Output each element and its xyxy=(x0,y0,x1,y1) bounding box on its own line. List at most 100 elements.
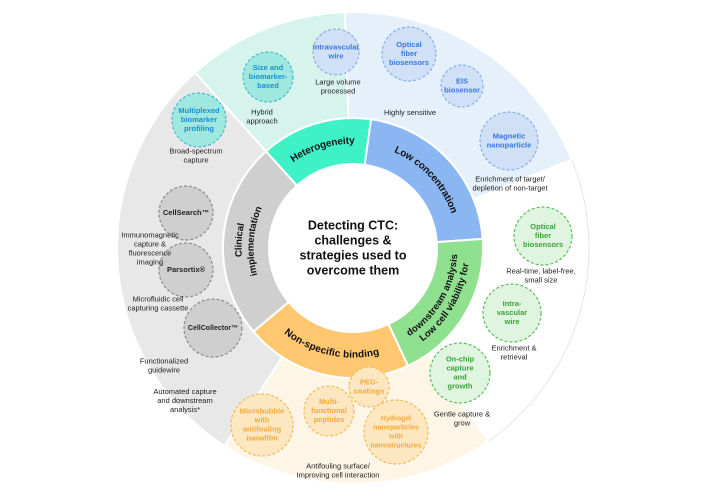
bubble-size-biomarker-text-line: based xyxy=(257,81,279,90)
label-automated-capture-line: Automated capture xyxy=(153,387,216,396)
bubble-intra-vascular-text-line: Intra- xyxy=(503,299,522,308)
bubble-hydrogel-text-line: Hydrogel xyxy=(381,415,411,422)
bubble-hydrogel-text-line: nanostructures xyxy=(371,442,422,449)
bubble-size-biomarker-text-line: Size and xyxy=(253,63,284,72)
challenge-label-clinical-1-textpath: Clinical xyxy=(233,222,247,257)
label-functionalized-line: Functionalized xyxy=(140,356,188,365)
bubble-cellcollector-text: CellCollector™ xyxy=(188,325,238,332)
label-antifouling: Antifouling surface/Improving cell inter… xyxy=(297,461,380,479)
label-enrichment-target-line: depletion of non-target xyxy=(472,183,548,192)
bubble-intravascular-wire-bubble xyxy=(312,28,360,76)
bubble-parsortix-text-line: Parsortix® xyxy=(167,265,206,274)
label-microfluidic-line: capturing cassette xyxy=(128,303,189,312)
bubble-intra-vascular-text-line: wire xyxy=(503,317,519,326)
bubble-optical-fiber-text-line: Optical xyxy=(396,40,421,49)
label-enrichment-retrieval-line: Enrichment & xyxy=(491,343,536,352)
center-circle xyxy=(271,166,435,330)
bubble-peg-text: PEG-coatings xyxy=(354,377,385,395)
bubble-intravascular-wire-text-line: Intravascular xyxy=(313,42,360,51)
bubble-cellcollector-bubble xyxy=(183,298,243,358)
label-gentle-capture: Gentle capture &grow xyxy=(434,409,490,427)
bubble-optical-fiber-text-line: fiber xyxy=(401,49,417,58)
bubble-optical-fiber-2-bubble xyxy=(513,206,573,266)
bubble-parsortix-text: Parsortix® xyxy=(167,265,206,274)
bubble-size-biomarker-text-line: biomarker- xyxy=(249,72,288,81)
label-enrichment-target-line: Enrichment of target/ xyxy=(475,174,546,183)
label-large-volume-line: processed xyxy=(321,86,356,95)
bubble-eis-bubble xyxy=(440,64,484,108)
bubble-magnetic-text-line: nanoparticle xyxy=(487,140,532,149)
bubble-magnetic-bubble xyxy=(479,111,539,171)
label-functionalized-line: guidewire xyxy=(148,365,180,374)
bubble-optical-fiber-2-text-line: biosensors xyxy=(523,240,563,249)
challenge-label-clinical-1: Clinical xyxy=(233,222,247,257)
bubble-microbubble-text-line: Microbubble xyxy=(240,406,285,415)
bubble-peg-text-line: coatings xyxy=(354,386,385,395)
label-highly-sensitive-line: Highly sensitive xyxy=(384,108,436,117)
bubble-intravascular-wire-text-line: wire xyxy=(327,51,343,60)
bubble-on-chip-text-line: growth xyxy=(448,381,473,390)
label-hybrid-approach-line: Hybrid xyxy=(251,107,273,116)
label-enrichment-retrieval: Enrichment &retrieval xyxy=(491,343,536,361)
label-highly-sensitive: Highly sensitive xyxy=(384,108,436,117)
bubble-multiplexed-text-line: profiling xyxy=(184,124,214,133)
bubble-cellcollector-text-line: CellCollector™ xyxy=(188,325,238,332)
bubble-optical-fiber-2-text-line: Optical xyxy=(530,222,555,231)
bubble-microbubble-bubble xyxy=(230,393,294,457)
center-title: Detecting CTC:challenges &strategies use… xyxy=(300,219,407,278)
label-immunomagnetic-line: fluorescence xyxy=(129,248,172,257)
bubble-peg-bubble xyxy=(348,366,390,408)
center-title-line: overcome them xyxy=(307,264,399,278)
bubble-microbubble-text-line: antifouling xyxy=(243,424,282,433)
bubble-peptides-bubble xyxy=(303,385,355,437)
bubble-hydrogel-text-line: with xyxy=(388,433,403,440)
label-real-time-line: small size xyxy=(525,275,558,284)
bubble-multiplexed-text-line: Multiplexed xyxy=(178,106,220,115)
bubble-on-chip-text-line: and xyxy=(453,372,467,381)
label-enrichment-retrieval-line: retrieval xyxy=(501,352,528,361)
bubble-hydrogel-bubble xyxy=(363,399,429,465)
bubble-peptides-text-line: functional xyxy=(311,406,347,415)
bubble-size-biomarker-bubble xyxy=(242,51,294,103)
label-immunomagnetic-line: imaging xyxy=(137,257,163,266)
bubble-cellsearch-text: CellSearch™ xyxy=(163,208,209,217)
label-enrichment-target: Enrichment of target/depletion of non-ta… xyxy=(472,174,548,192)
label-antifouling-line: Antifouling surface/ xyxy=(306,461,371,470)
bubble-multiplexed-bubble xyxy=(171,92,227,148)
bubble-peptides-text-line: peptides xyxy=(314,415,345,424)
label-gentle-capture-line: grow xyxy=(454,418,471,427)
bubble-eis-text-line: EIS xyxy=(456,76,468,85)
sector-low-viability-outline xyxy=(488,159,590,442)
label-broad-spectrum-line: Broad-spectrum xyxy=(169,146,222,155)
label-microfluidic-line: Microfluidic cell xyxy=(133,294,184,303)
label-automated-capture-line: and downstream xyxy=(157,396,212,405)
bubble-on-chip-text-line: On-chip xyxy=(446,354,475,363)
label-automated-capture-line: analysis* xyxy=(170,405,200,414)
bubble-parsortix-bubble xyxy=(158,242,214,298)
center-title-line: strategies used to xyxy=(300,249,407,263)
bubble-cellsearch-bubble xyxy=(158,185,214,241)
bubble-on-chip-bubble xyxy=(429,342,491,404)
center-title-line: challenges & xyxy=(314,234,391,248)
bubble-intra-vascular-text-line: vascular xyxy=(497,308,528,317)
label-real-time-line: Real-time, label-free, xyxy=(506,266,576,275)
bubble-intra-vascular-bubble xyxy=(482,283,542,343)
bubble-peptides-text-line: Multi- xyxy=(319,397,339,406)
